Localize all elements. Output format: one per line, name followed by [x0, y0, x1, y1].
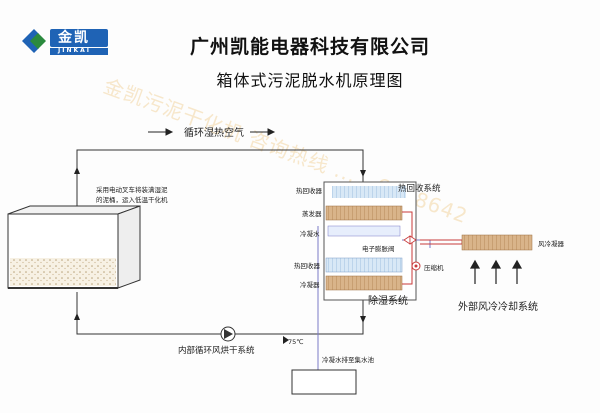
company-name: 广州凯能电器科技有限公司 — [189, 36, 430, 58]
air-condenser-block — [461, 234, 533, 251]
right-duct-down-arrow — [360, 170, 366, 323]
heat-recovery-top-label: 热回收器 — [296, 187, 322, 195]
logo-mark-icon — [22, 29, 108, 55]
compressor-icon — [411, 261, 421, 271]
temperature-label: 75℃ — [288, 338, 304, 346]
diagram-title: 箱体式污泥脱水机原理图 — [216, 71, 404, 90]
sludge-container — [7, 205, 141, 289]
dehumid-system-label: 除湿系统 — [368, 296, 408, 307]
evaporator-label: 蒸发器 — [302, 210, 322, 218]
water-pool — [291, 369, 357, 395]
container-note-line1: 采用电动叉车将装满湿泥 — [96, 186, 168, 194]
company-logo: 金凯 JINKAI — [20, 24, 120, 58]
left-duct-up-arrow — [74, 167, 80, 320]
dehumidifier-unit — [323, 181, 431, 301]
container-note-line2: 的泥桶，运入低温干化机 — [96, 196, 168, 204]
top-airflow-arrows — [148, 128, 276, 136]
expansion-valve-icon — [403, 235, 417, 245]
condenser-label: 冷凝器 — [300, 281, 320, 289]
air-condenser-label: 风冷凝器 — [538, 240, 564, 248]
circulation-fan-icon — [220, 326, 236, 342]
logo-subtext: JINKAI — [58, 47, 92, 54]
expansion-valve-label: 电子膨胀阀 — [362, 245, 395, 253]
external-cooling-label: 外部风冷冷却系统 — [458, 302, 538, 313]
top-air-label: 循环湿热空气 — [184, 128, 244, 139]
logo-text: 金凯 — [58, 30, 90, 46]
cooling-air-arrows — [469, 259, 523, 284]
external-pipe — [420, 239, 463, 245]
inner-drying-label: 内部循环风烘干系统 — [178, 346, 255, 356]
condensate-water-label: 冷凝水 — [300, 230, 320, 238]
heat-recovery-bottom-label: 热回收器 — [294, 262, 320, 270]
heat-recovery-system-label: 热回收系统 — [398, 184, 441, 194]
drain-label: 冷凝水排至集水池 — [322, 356, 374, 364]
compressor-label: 压缩机 — [424, 264, 444, 272]
heat-recovery-top-block — [332, 186, 406, 198]
temp-arrow — [283, 336, 289, 344]
